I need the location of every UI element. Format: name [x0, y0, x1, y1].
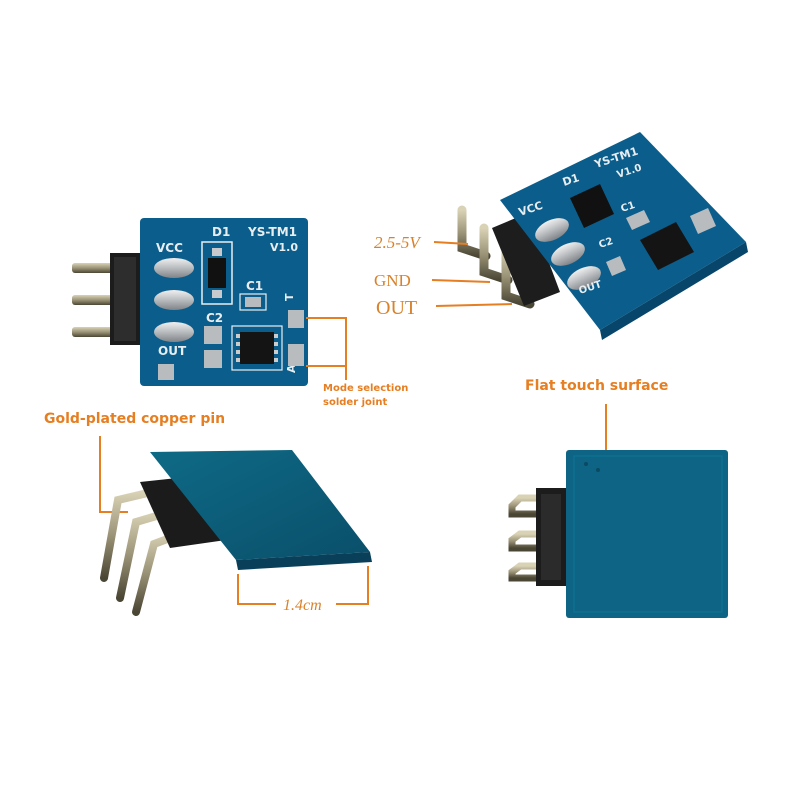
mode-pad-t [288, 310, 304, 328]
silk-d1: D1 [212, 225, 230, 239]
panel-board-top-view: VCC D1 YS-TM1 V1.0 C1 C2 OUT T A Mode s [72, 218, 408, 408]
silk-c1-angled: C1 [620, 200, 637, 215]
mode-callout-line1: Mode selection [323, 383, 408, 394]
panel-touch-surface: Flat touch surface [508, 378, 728, 618]
mode-callout-line2: solder joint [323, 397, 387, 408]
callout-surface: Flat touch surface [525, 378, 668, 394]
label-supply: 2.5-5V [374, 233, 422, 252]
mode-pad-a [288, 344, 304, 366]
callout-pins: Gold-plated copper pin [44, 411, 225, 427]
header-pins [72, 253, 140, 345]
silk-c2-angled: C2 [598, 236, 615, 251]
silk-model: YS-TM1 [247, 225, 297, 239]
silk-a: A [285, 364, 298, 373]
pcb-angled [500, 132, 746, 330]
silk-d1-angled: D1 [561, 171, 581, 189]
touch-surface [566, 450, 728, 618]
dimension-line-right [336, 566, 369, 605]
silk-t: T [283, 293, 296, 301]
board-slab [150, 450, 370, 560]
mode-callout-bracket [306, 317, 347, 367]
panel-board-angled-view: VCC D1 YS-TM1 V1.0 C1 C2 OUT 2.5-5V GND … [374, 132, 748, 340]
dimension-line-left [237, 574, 276, 605]
label-out: OUT [376, 297, 417, 319]
bent-pins [457, 205, 560, 309]
solder-pad [154, 290, 194, 310]
silk-out: OUT [158, 344, 187, 358]
label-gnd: GND [374, 271, 411, 290]
silk-c2: C2 [206, 311, 223, 325]
silk-vcc: VCC [156, 241, 183, 255]
silk-c1: C1 [246, 279, 263, 293]
panel-board-side-view: Gold-plated copper pin 1.4cm [44, 411, 372, 616]
solder-pad [154, 258, 194, 278]
solder-pad [154, 322, 194, 342]
dimension-width: 1.4cm [283, 597, 322, 614]
silk-version: V1.0 [270, 241, 298, 254]
